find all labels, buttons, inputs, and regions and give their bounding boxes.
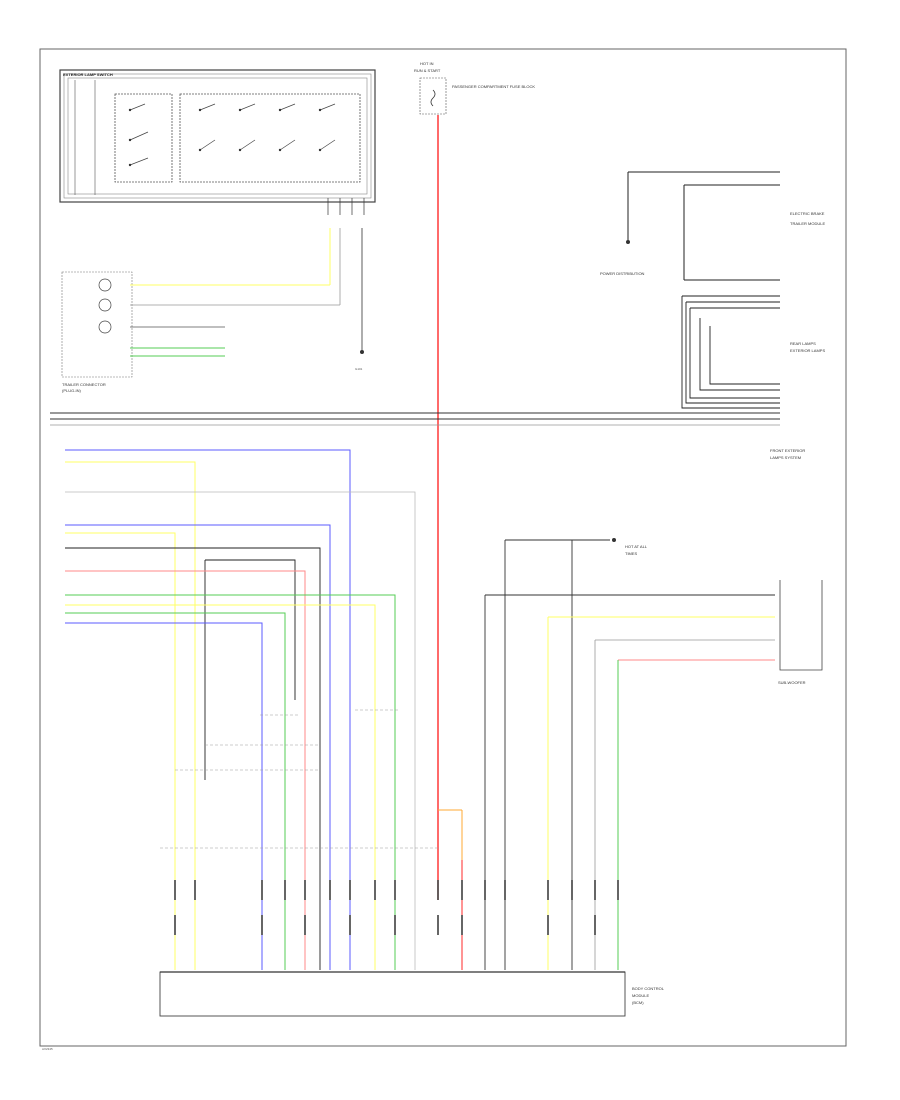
ground-g101-label: G101 [355,367,363,371]
sub-woofer: SUB-WOOFER [778,580,823,685]
exterior-lamp-switch: EXTERIOR LAMP SWITCH [59,69,376,215]
trailer-connector-label-2: (PLUG-IN) [62,388,82,393]
power-distribution-label: POWER DISTRIBUTION [600,271,645,276]
trailer-module-label: TRAILER MODULE [790,221,825,226]
sub-woofer-label: SUB-WOOFER [778,680,806,685]
times-label: TIMES [625,551,638,556]
body-control-label: BODY CONTROL [632,986,665,991]
body-control-label-3: (BCM) [632,1000,644,1005]
connector-marks [174,880,619,935]
trailer-connector-label: TRAILER CONNECTOR [62,382,106,387]
footer-code: AX2345 [42,1047,53,1051]
exterior-lamp-switch-label: EXTERIOR LAMP SWITCH [63,72,113,77]
diagram-border [39,48,847,1047]
body-control-label-2: MODULE [632,993,649,998]
hot-in-run-label-2: RUN & START [414,68,441,73]
trailer-module-area: POWER DISTRIBUTION ELECTRIC BRAKE TRAILE… [600,171,825,409]
right-bcm-wires: HOT AT ALL TIMES [484,538,775,970]
fuse-box-note: PASSENGER COMPARTMENT FUSE BLOCK [452,84,535,89]
bcm-wire-harness [65,449,440,970]
lamps-system-label: LAMPS SYSTEM [770,455,801,460]
fuse-hot-in-run: HOT IN RUN & START PASSENGER COMPARTMENT… [414,61,535,115]
hot-in-run-label: HOT IN [420,61,434,66]
hot-at-all-label: HOT AT ALL [625,544,648,549]
exterior-lamps-label: EXTERIOR LAMPS [790,348,825,353]
trailer-connector: TRAILER CONNECTOR (PLUG-IN) [61,271,133,393]
front-exterior-label: FRONT EXTERIOR [770,448,805,453]
rear-lamps-label: REAR LAMPS [790,341,816,346]
electric-brake-label: ELECTRIC BRAKE [790,211,825,216]
body-control-module: BODY CONTROL MODULE (BCM) [159,971,665,1017]
